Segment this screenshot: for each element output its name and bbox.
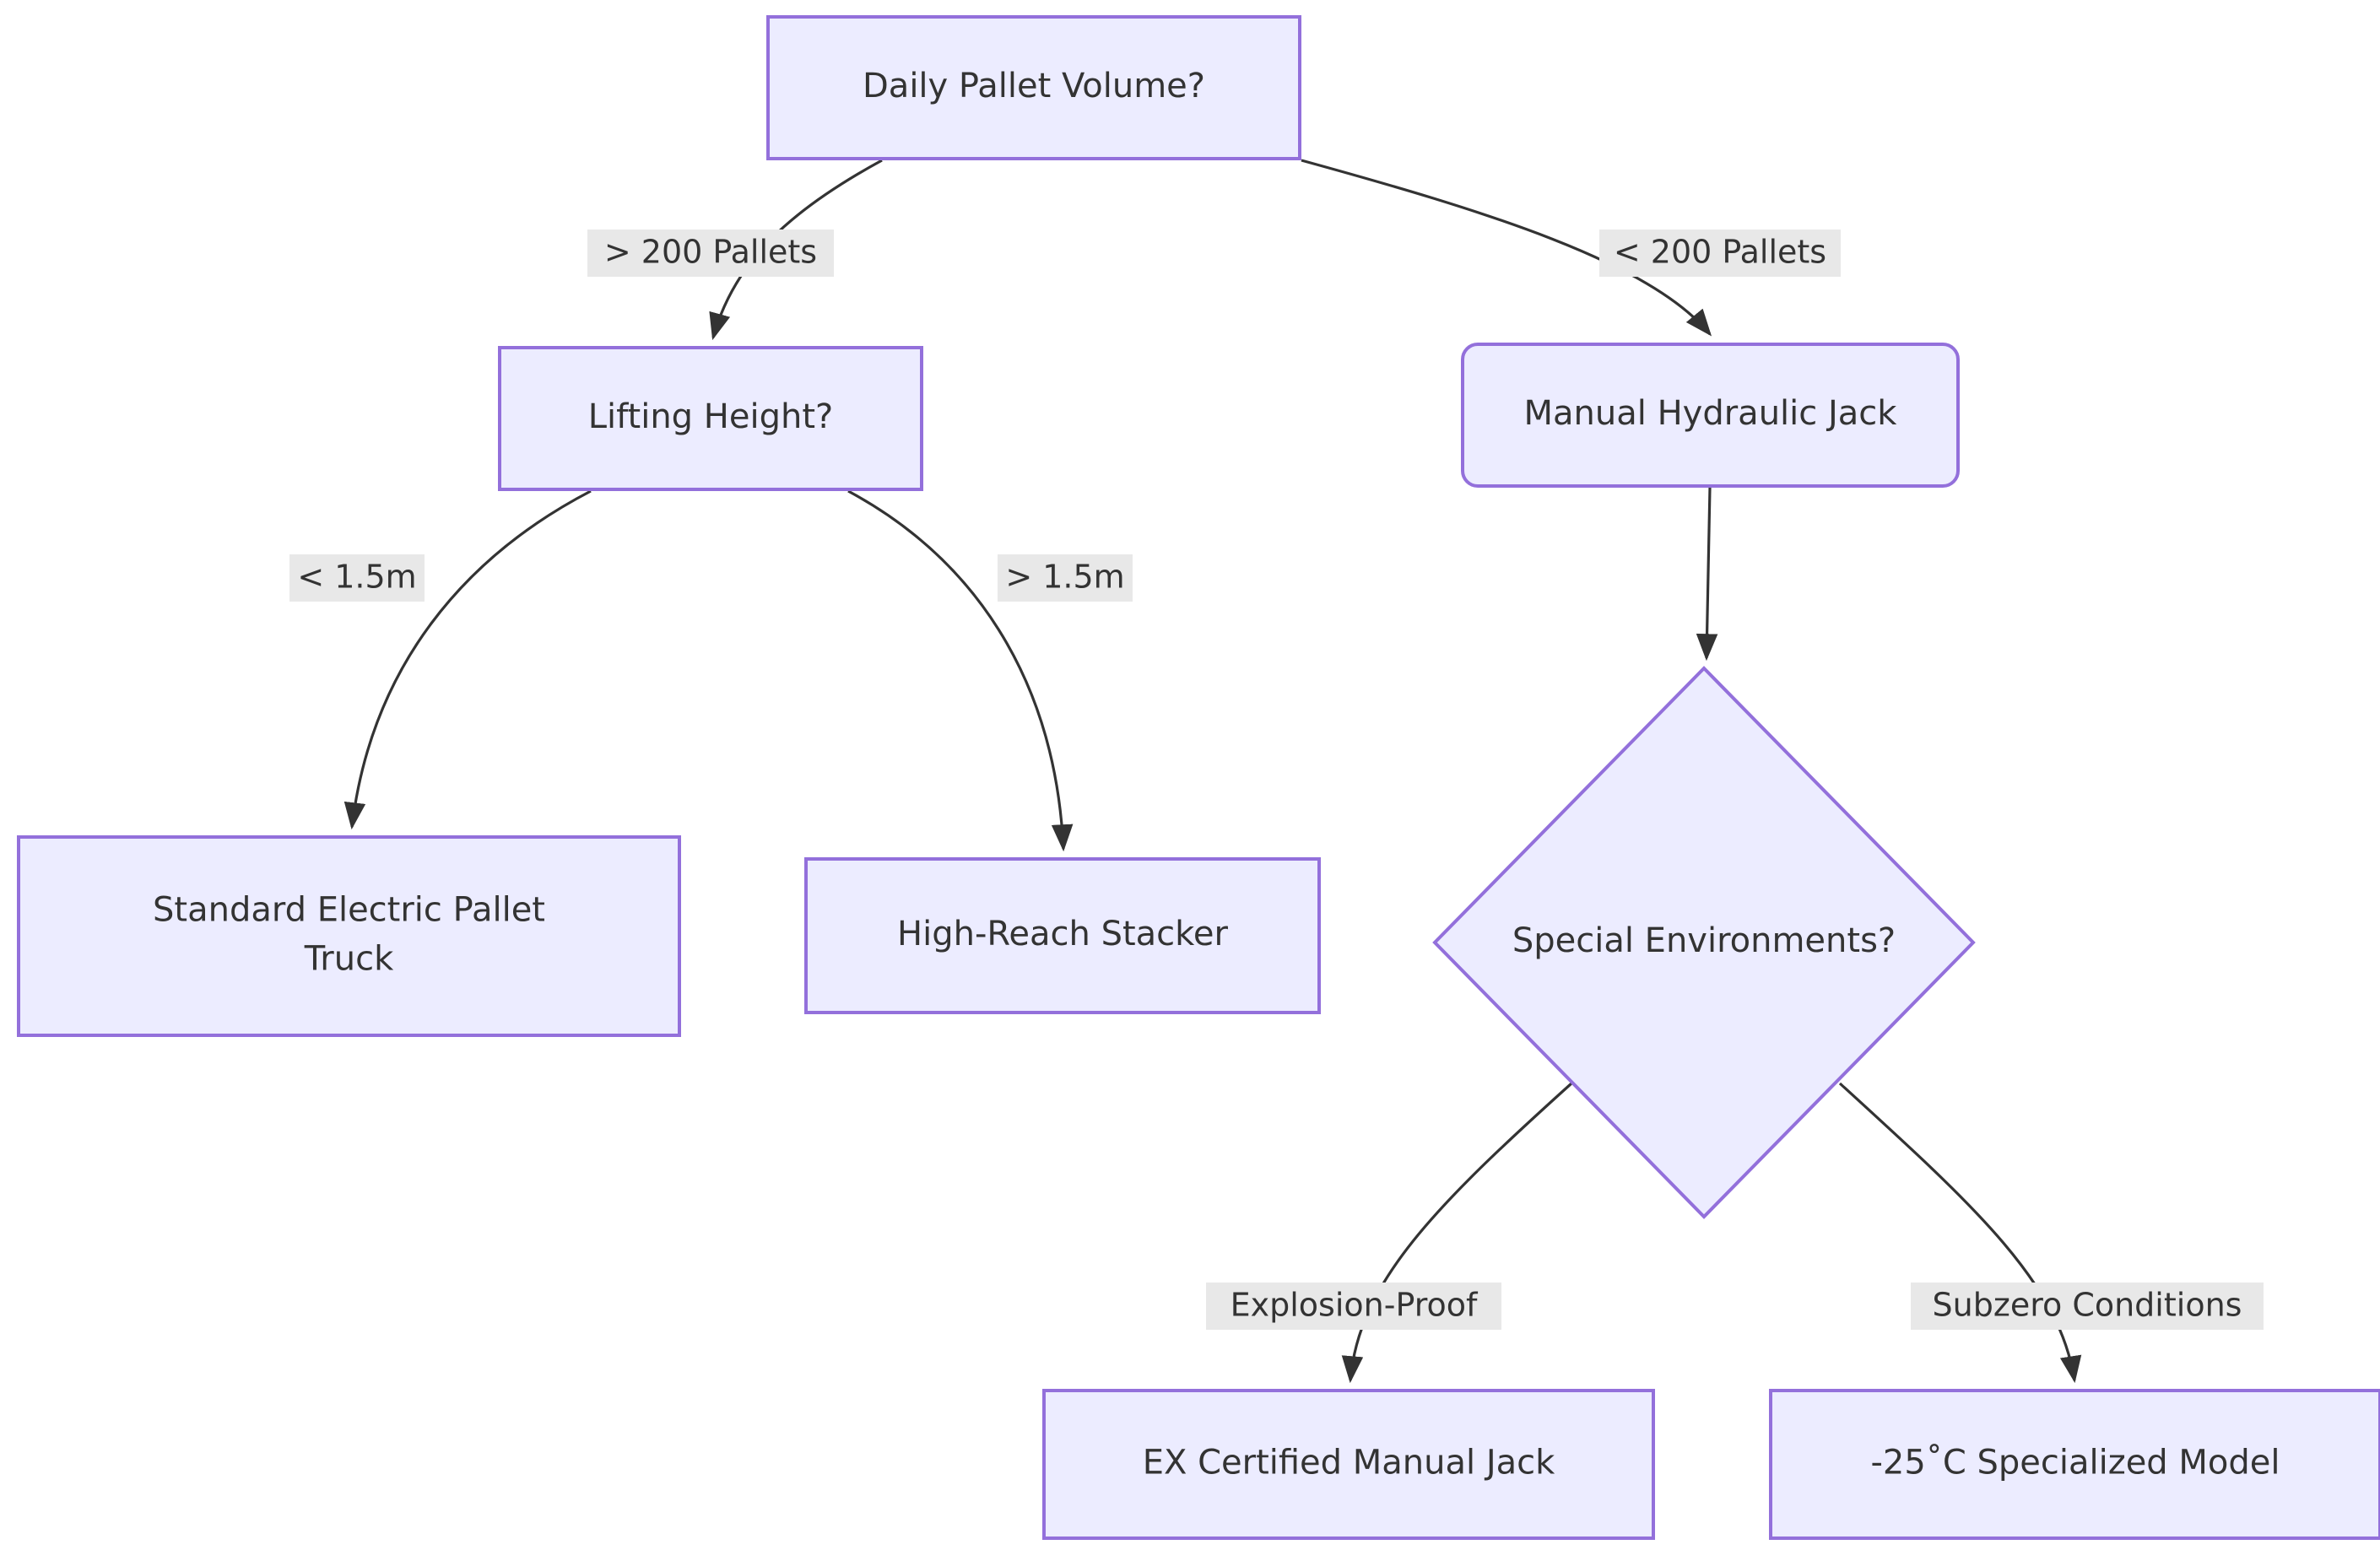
flow-edge <box>1696 487 1718 662</box>
flow-edge <box>343 489 592 830</box>
edge-label: > 1.5m <box>998 554 1133 602</box>
edge-label-background <box>998 554 1133 602</box>
edges-layer <box>343 159 2082 1384</box>
edge-label: Explosion-Proof <box>1206 1283 1501 1330</box>
node-rect-shape <box>766 15 1301 160</box>
flow-edge <box>1838 1082 2082 1384</box>
flow-edge <box>1301 159 1712 337</box>
node-label: Lifting Height? <box>588 397 834 436</box>
edge-label-text: > 200 Pallets <box>604 234 817 271</box>
node-label: EX Certified Manual Jack <box>1143 1444 1555 1482</box>
edge-label: < 1.5m <box>289 554 425 602</box>
flow-edge <box>847 489 1074 852</box>
flow-edge <box>1341 1082 1573 1384</box>
edge-label: < 200 Pallets <box>1599 230 1841 277</box>
node-rect-shape <box>498 346 923 491</box>
flow-node-subzero-specialized-model[interactable]: -25˚C Specialized Model <box>1769 1389 2380 1540</box>
flow-node-ex-certified-manual-jack[interactable]: EX Certified Manual Jack <box>1042 1389 1655 1540</box>
flow-node-daily-volume[interactable]: Daily Pallet Volume? <box>766 15 1301 160</box>
node-rect-shape <box>1042 1389 1655 1540</box>
node-rect-shape <box>1769 1389 2380 1540</box>
edge-labels-layer: > 200 Pallets < 200 Pallets < 1.5m > 1.5mEx… <box>289 230 2264 1330</box>
node-label: Standard Electric Pallet <box>153 891 545 930</box>
edge-label-background <box>289 554 425 602</box>
node-rect-shape <box>804 857 1321 1014</box>
node-label: Special Environments? <box>1512 921 1896 960</box>
flow-node-high-reach-stacker[interactable]: High-Reach Stacker <box>804 857 1321 1014</box>
flow-node-lifting-height[interactable]: Lifting Height? <box>498 346 923 491</box>
edge-label-text: Subzero Conditions <box>1933 1287 2242 1324</box>
node-label: Daily Pallet Volume? <box>863 67 1205 105</box>
node-label: High-Reach Stacker <box>897 915 1228 953</box>
edge-label-text: < 1.5m <box>297 559 416 596</box>
node-diamond-shape <box>1432 666 1976 1219</box>
node-label: Manual Hydraulic Jack <box>1524 394 1898 433</box>
edge-label-background <box>1599 230 1841 277</box>
node-rounded-shape <box>1461 343 1960 488</box>
edge-label-background <box>1206 1283 1501 1330</box>
edge-label-background <box>1911 1283 2264 1330</box>
edge-label: > 200 Pallets <box>587 230 834 277</box>
edge-label-text: < 200 Pallets <box>1614 234 1826 271</box>
flow-node-manual-hydraulic-jack[interactable]: Manual Hydraulic Jack <box>1461 343 1960 488</box>
nodes-layer: Daily Pallet Volume? Lifting Height? Manua… <box>17 15 2380 1540</box>
edge-label-background <box>587 230 834 277</box>
edge-label: Subzero Conditions <box>1911 1283 2264 1330</box>
edge-label-text: > 1.5m <box>1005 559 1124 596</box>
node-label: Truck <box>304 940 394 979</box>
node-rect-shape <box>17 835 681 1037</box>
flow-node-special-environments[interactable]: Special Environments? <box>1432 666 1976 1219</box>
edge-label-text: Explosion-Proof <box>1231 1287 1479 1324</box>
node-label: -25˚C Specialized Model <box>1870 1444 2280 1482</box>
